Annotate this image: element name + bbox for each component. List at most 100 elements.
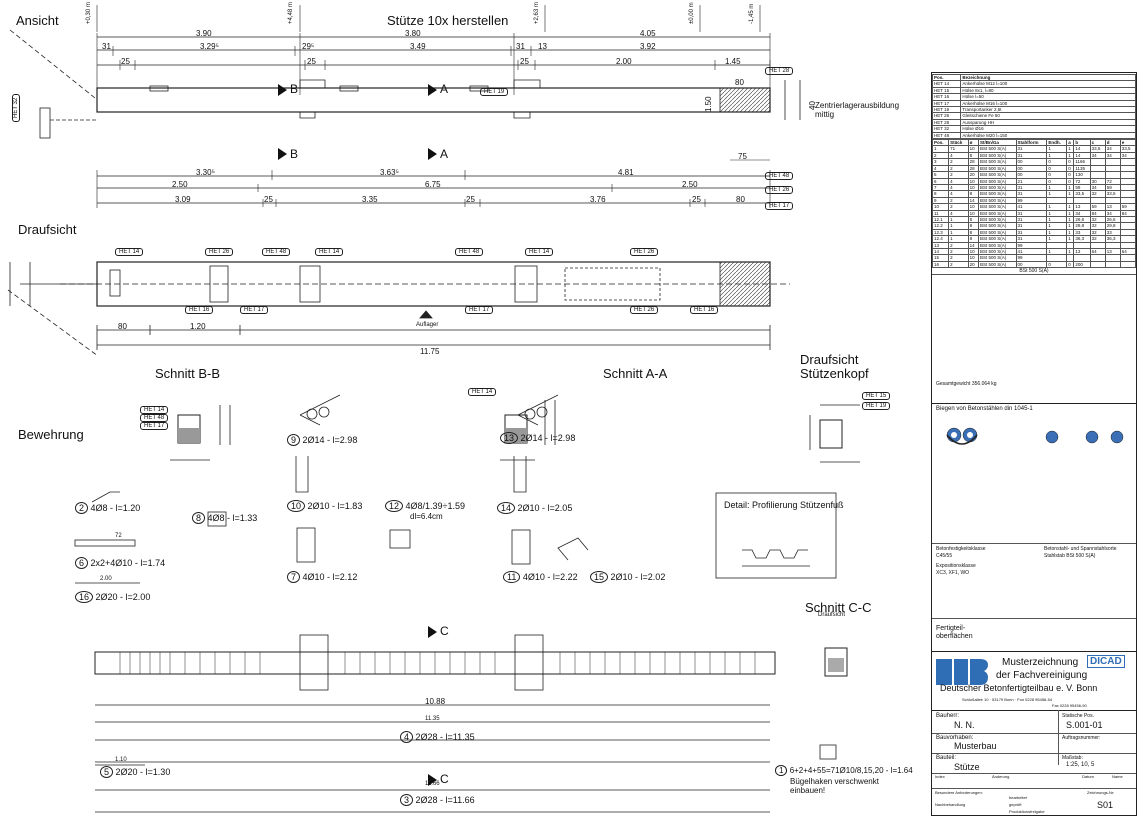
- bauherr-label: Bauherr:: [936, 713, 960, 719]
- het-tag: HET 26: [630, 248, 659, 256]
- aenderung-label: Änderung: [992, 774, 1010, 779]
- produktion-label: Produktionsfreigabe: [1009, 809, 1045, 814]
- dim-r75: 75: [738, 152, 747, 161]
- het-tag: HET 32: [12, 93, 20, 122]
- draufsicht-kopf-title-1: Draufsicht: [800, 352, 859, 367]
- table-cell: 14: [1073, 151, 1091, 160]
- dim-29: 29⁵: [302, 42, 315, 51]
- mark-a-top: A: [440, 82, 449, 96]
- exposition-value: XC3, XF1, WO: [936, 570, 970, 576]
- elev-2: +4,48 m: [288, 2, 294, 24]
- len-110: 1.10: [115, 757, 127, 763]
- table-cell: 1166: [1073, 158, 1091, 166]
- mark-c-bottom: C: [440, 772, 449, 786]
- table-cell: BSt 500 S(A): [977, 260, 1017, 269]
- besondere-label: Besondere Anforderungen:: [935, 790, 983, 795]
- table-cell: 14: [931, 247, 950, 256]
- zentrier-label: Zentrierlagerausbildung: [815, 101, 900, 110]
- table-cell: 12.3: [931, 228, 950, 237]
- dim-376: 3.76: [590, 195, 606, 204]
- dim-481: 4.81: [618, 168, 634, 177]
- dim-3305: 3.30⁵: [196, 168, 215, 177]
- auflager-label: Auflager: [416, 322, 439, 328]
- zeichnungsnr-value: S01: [1097, 800, 1114, 810]
- het-tag: HET 48: [262, 248, 291, 256]
- fax: Fax 0228 95456-90: [1052, 703, 1087, 708]
- betonstahl-value: Stahlstab BSt 500 S(A): [1044, 553, 1096, 559]
- rebar-label: 15 2Ø10 - l=2.02: [590, 571, 665, 583]
- ansicht-title: Ansicht: [16, 13, 59, 28]
- het-tag: HET 15: [862, 392, 891, 400]
- table-cell: [1073, 241, 1091, 250]
- table-cell: 28: [967, 164, 979, 173]
- bauvorhaben-label: Bauvorhaben:: [936, 735, 974, 741]
- dim-250a: 2.50: [172, 180, 188, 189]
- schnitt-cc-title: Schnitt C-C: [805, 600, 872, 615]
- rebar-label: 7 4Ø10 - l=2.12: [287, 571, 357, 583]
- betonfestigkeit-value: C45/55: [936, 553, 953, 559]
- table-cell: [1119, 177, 1137, 185]
- table-cell: 12.4: [931, 235, 950, 243]
- mark-c-top: C: [440, 624, 449, 638]
- table-cell: [1104, 260, 1121, 269]
- betonstahl-label: Betonstahl- und Spannstahlsorte: [1044, 546, 1117, 552]
- table-cell: 10: [967, 209, 979, 217]
- dim-25a: 25: [121, 57, 130, 66]
- dim-200: 2.00: [616, 57, 632, 66]
- table-cell: [1119, 235, 1137, 243]
- rebar-label: 4 2Ø28 - l=11.35: [400, 731, 475, 743]
- table-cell: [1119, 215, 1137, 224]
- elev-3: +2,63 m: [534, 2, 540, 24]
- name-label: Name: [1112, 774, 1123, 779]
- het-tag: HET 48: [455, 248, 484, 256]
- buegel-note-2: einbauen!: [790, 786, 826, 795]
- het-tag: HET 19: [480, 88, 509, 96]
- table-cell: 12.1: [931, 215, 950, 224]
- table-cell: [1119, 228, 1137, 237]
- mark-b-bottom: B: [290, 147, 299, 161]
- table-cell: 20: [967, 260, 979, 269]
- table-cell: 13: [931, 241, 950, 250]
- rebar-label: 16 2Ø20 - l=2.00: [75, 591, 150, 603]
- table-cell: 8: [967, 222, 979, 230]
- dim-309: 3.09: [175, 195, 191, 204]
- table-cell: [1089, 260, 1106, 269]
- table-cell: 1135: [1073, 164, 1091, 173]
- draufsicht-title: Draufsicht: [18, 222, 77, 237]
- d-dim-120: 1.20: [190, 322, 206, 331]
- biegen-label: Biegen von Betonstählen din 1045-1: [936, 406, 1033, 412]
- bearbeitet-label: bearbeitet: [1009, 795, 1027, 800]
- table-cell: 130: [1073, 171, 1091, 179]
- exposition-label: Expositionsklasse: [936, 563, 976, 569]
- bauteil-label: Bauteil:: [936, 755, 957, 761]
- table-cell: [1119, 164, 1137, 173]
- dim-80: 80: [736, 195, 745, 204]
- pos-value: S.001-01: [1066, 720, 1103, 730]
- het-tag: HET 14: [315, 248, 344, 256]
- gewicht-label: Gesamtgewicht 356.064 kg: [936, 381, 997, 387]
- table-cell: 0: [1066, 260, 1075, 269]
- len-1088: 10.88: [425, 697, 446, 706]
- table-cell: 4: [931, 164, 950, 173]
- auftrag-label: Auftragsnummer:: [1062, 735, 1101, 741]
- het-tag: HET 48: [140, 414, 169, 422]
- het-tag: HET 17: [765, 202, 794, 210]
- het-tag: HET 14: [140, 406, 169, 414]
- bauvorhaben-value: Musterbau: [954, 741, 997, 751]
- table-cell: 8: [967, 151, 979, 160]
- dim-25e: 25: [466, 195, 475, 204]
- buegel-note-1: Bügelhaken verschwenkt: [790, 777, 879, 786]
- musterzeichnung: Musterzeichnung: [1002, 657, 1079, 668]
- table-cell: [1119, 222, 1137, 230]
- table-cell: 200: [1073, 260, 1091, 269]
- dim-31b: 31: [516, 42, 525, 51]
- table-cell: 20: [967, 171, 979, 179]
